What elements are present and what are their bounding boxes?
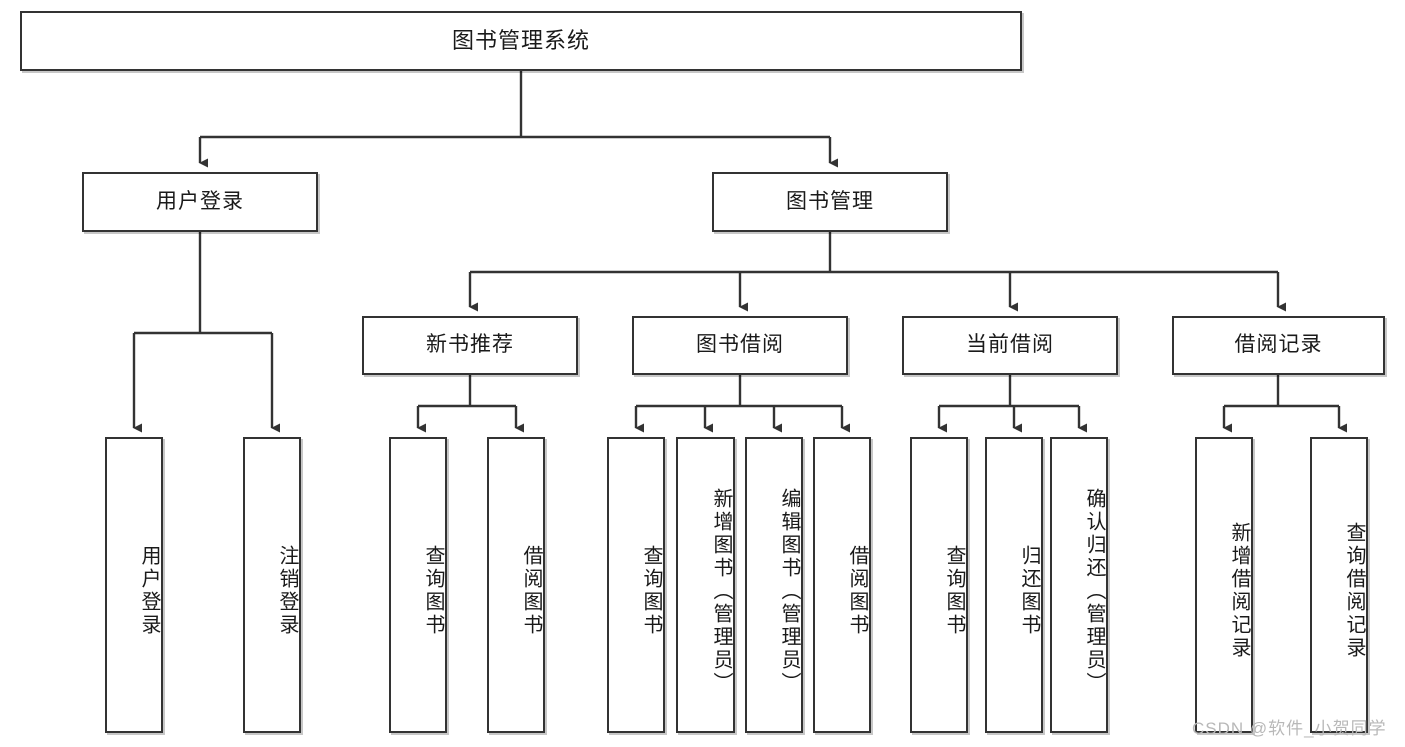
node-book-borrow[interactable]: 图书借阅 xyxy=(632,316,848,375)
node-leaf-query-book-3[interactable]: 查询图书 xyxy=(910,437,968,733)
node-leaf-borrow-book-2[interactable]: 借阅图书 xyxy=(813,437,871,733)
node-label: 编辑图书（管理员） xyxy=(778,487,800,695)
node-label: 借阅图书 xyxy=(846,545,868,637)
node-label: 新增图书（管理员） xyxy=(710,487,732,695)
node-leaf-query-record[interactable]: 查询借阅记录 xyxy=(1310,437,1368,733)
node-leaf-query-book-2[interactable]: 查询图书 xyxy=(607,437,665,733)
node-label: 用户登录 xyxy=(156,189,244,213)
node-label: 注销登录 xyxy=(276,545,298,637)
watermark: CSDN @软件_小贺同学 xyxy=(1192,719,1387,738)
node-leaf-borrow-book-1[interactable]: 借阅图书 xyxy=(487,437,545,733)
node-label: 用户登录 xyxy=(138,545,160,637)
node-label: 借阅图书 xyxy=(520,545,542,637)
node-label: 确认归还（管理员） xyxy=(1083,487,1105,695)
node-leaf-confirm-return[interactable]: 确认归还（管理员） xyxy=(1050,437,1108,733)
node-leaf-query-book-1[interactable]: 查询图书 xyxy=(389,437,447,733)
node-leaf-add-book[interactable]: 新增图书（管理员） xyxy=(676,437,735,733)
node-leaf-add-record[interactable]: 新增借阅记录 xyxy=(1195,437,1253,733)
node-leaf-return-book[interactable]: 归还图书 xyxy=(985,437,1043,733)
node-label: 图书借阅 xyxy=(696,333,784,357)
node-leaf-edit-book[interactable]: 编辑图书（管理员） xyxy=(745,437,803,733)
node-label: 借阅记录 xyxy=(1234,333,1323,357)
node-label: 图书管理系统 xyxy=(451,28,590,54)
node-borrow-record[interactable]: 借阅记录 xyxy=(1172,316,1385,375)
node-book-manage[interactable]: 图书管理 xyxy=(712,172,948,232)
node-label: 当前借阅 xyxy=(966,333,1054,357)
node-label: 查询借阅记录 xyxy=(1343,522,1365,660)
node-label: 新书推荐 xyxy=(426,333,514,357)
node-label: 新增借阅记录 xyxy=(1228,522,1250,660)
node-current-borrow[interactable]: 当前借阅 xyxy=(902,316,1118,375)
node-label: 图书管理 xyxy=(786,189,874,213)
node-leaf-user-login[interactable]: 用户登录 xyxy=(105,437,163,733)
node-root[interactable]: 图书管理系统 xyxy=(20,11,1022,71)
node-label: 查询图书 xyxy=(943,545,965,637)
node-leaf-user-logout[interactable]: 注销登录 xyxy=(243,437,301,733)
node-user-login[interactable]: 用户登录 xyxy=(82,172,318,232)
node-label: 归还图书 xyxy=(1018,545,1040,637)
node-new-book-rec[interactable]: 新书推荐 xyxy=(362,316,578,375)
node-label: 查询图书 xyxy=(640,545,662,637)
node-label: 查询图书 xyxy=(422,545,444,637)
